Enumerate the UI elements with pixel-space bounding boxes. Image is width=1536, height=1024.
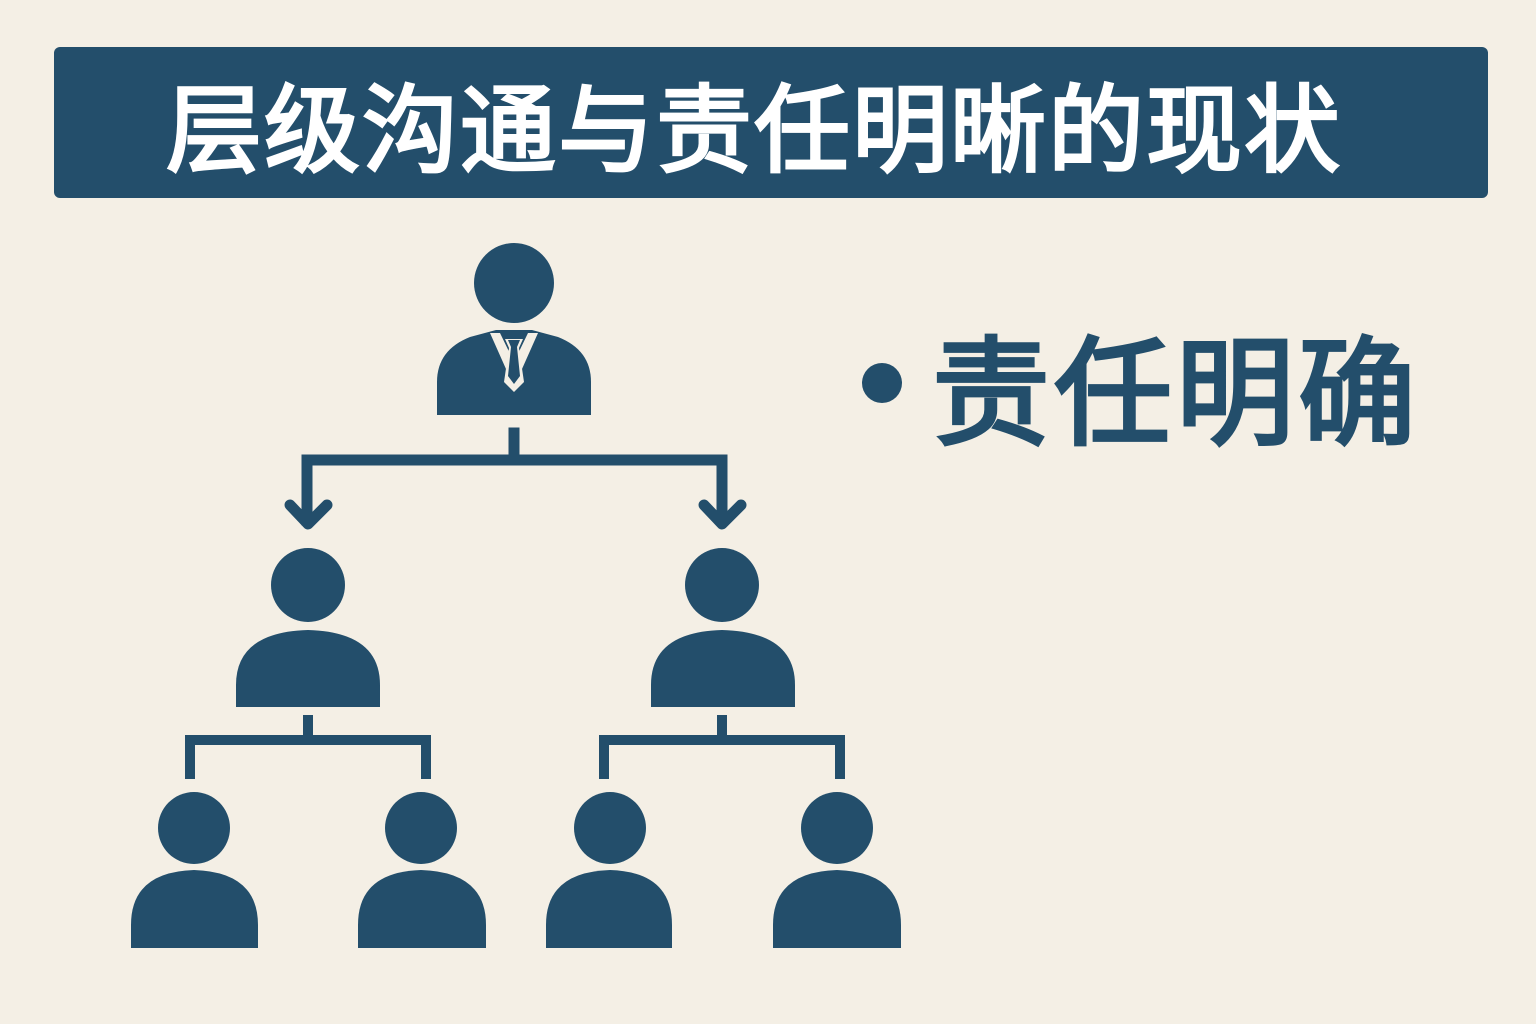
- person-icon: [131, 792, 258, 948]
- connector-level-1: [301, 427, 728, 526]
- connector-level-2: [185, 715, 845, 779]
- arrow-down-icon: [284, 499, 333, 530]
- person-icon: [358, 792, 486, 948]
- person-icon: [546, 792, 672, 948]
- bullet-item: 责任明确: [862, 318, 1420, 463]
- manager-with-tie-icon: [437, 243, 591, 415]
- person-icon: [773, 792, 901, 948]
- arrow-down-icon: [698, 499, 747, 530]
- bullet-dot: [862, 363, 902, 403]
- bullet-text: 责任明确: [932, 324, 1421, 463]
- person-icon: [236, 548, 380, 707]
- person-icon: [651, 548, 795, 707]
- title-banner: 层级沟通与责任明晰的现状: [54, 47, 1488, 198]
- page-title: 层级沟通与责任明晰的现状: [166, 75, 1342, 187]
